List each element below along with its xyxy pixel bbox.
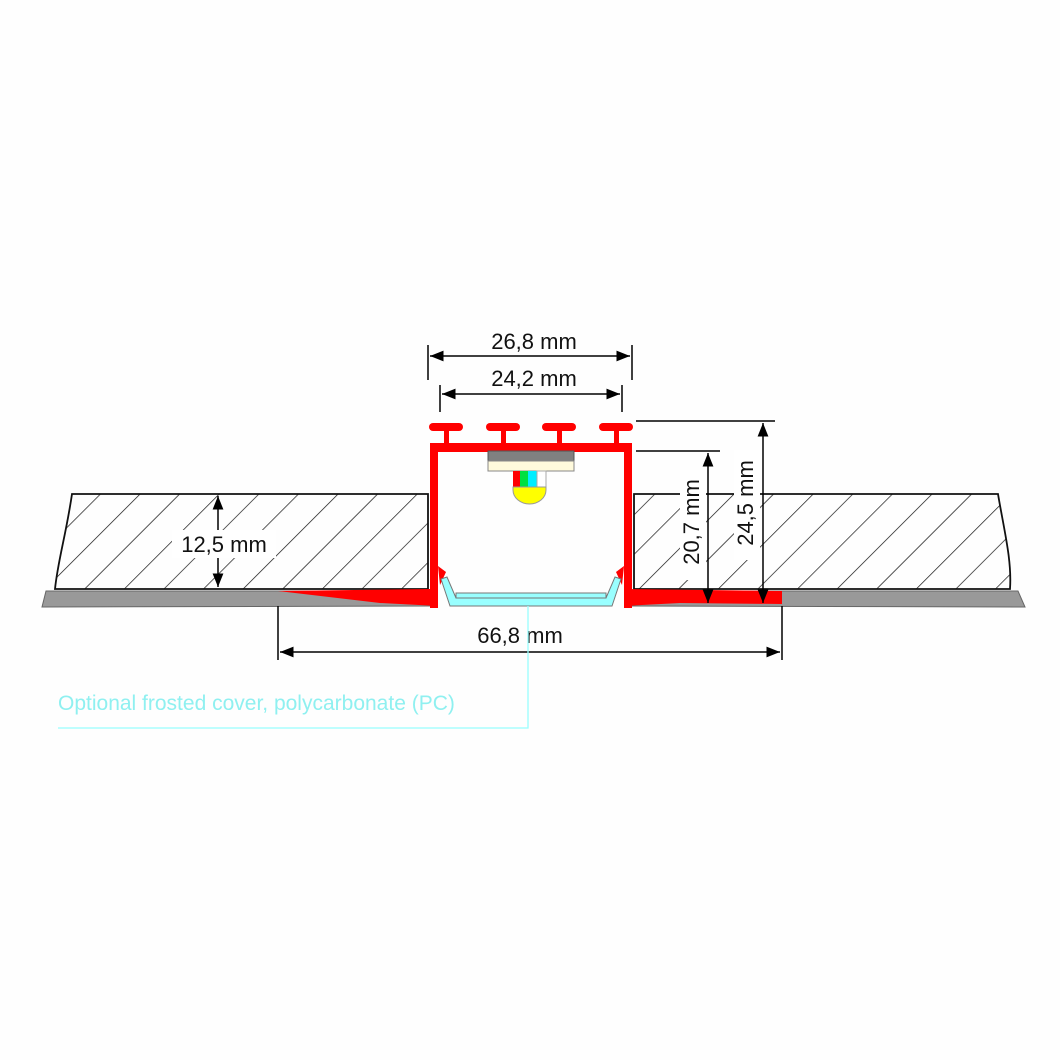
dim-flange-width: 66,8 mm	[477, 623, 563, 648]
led-strip	[487, 450, 575, 505]
dim-inner-height: 20,7 mm	[679, 479, 704, 565]
aluminium-profile	[278, 423, 782, 608]
top-fins	[429, 423, 633, 445]
frosted-cover	[440, 576, 622, 607]
dim-outer-width: 26,8 mm	[491, 329, 577, 354]
note-leader-line	[58, 606, 529, 729]
dim-outer-height: 24,5 mm	[733, 460, 758, 546]
dim-drywall-thickness: 12,5 mm	[181, 532, 267, 557]
right-drywall	[633, 493, 1012, 590]
dim-inner-width: 24,2 mm	[491, 366, 577, 391]
cover-note: Optional frosted cover, polycarbonate (P…	[58, 692, 455, 715]
